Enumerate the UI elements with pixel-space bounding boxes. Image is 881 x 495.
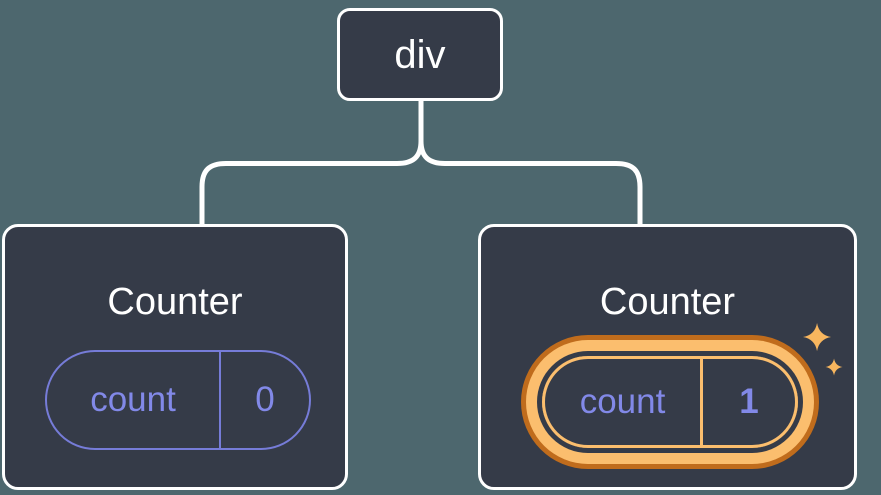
- sparkle-large-icon: [803, 323, 832, 352]
- counter-node-left: Counter count 0: [2, 224, 348, 490]
- state-value: 1: [739, 382, 759, 421]
- connector-left-branch: [199, 140, 424, 224]
- pill-divider: [219, 352, 221, 448]
- connector-right-branch: [418, 140, 643, 224]
- counter-right-title: Counter: [599, 281, 736, 323]
- counter-left-title: Counter: [107, 281, 243, 323]
- sparkle-small-icon: [825, 358, 843, 376]
- counter-node-right: Counter count 1: [478, 224, 857, 490]
- root-node-label: div: [394, 32, 446, 77]
- counter-right-state-pill-highlighted: count 1: [542, 356, 798, 448]
- state-key-label: count: [90, 380, 176, 419]
- state-value: 0: [255, 380, 275, 419]
- pill-divider: [700, 359, 703, 445]
- root-node-div: div: [337, 8, 503, 101]
- state-key-label: count: [579, 382, 666, 421]
- counter-left-state-pill: count 0: [45, 350, 311, 450]
- sparkles-icon: [803, 323, 843, 376]
